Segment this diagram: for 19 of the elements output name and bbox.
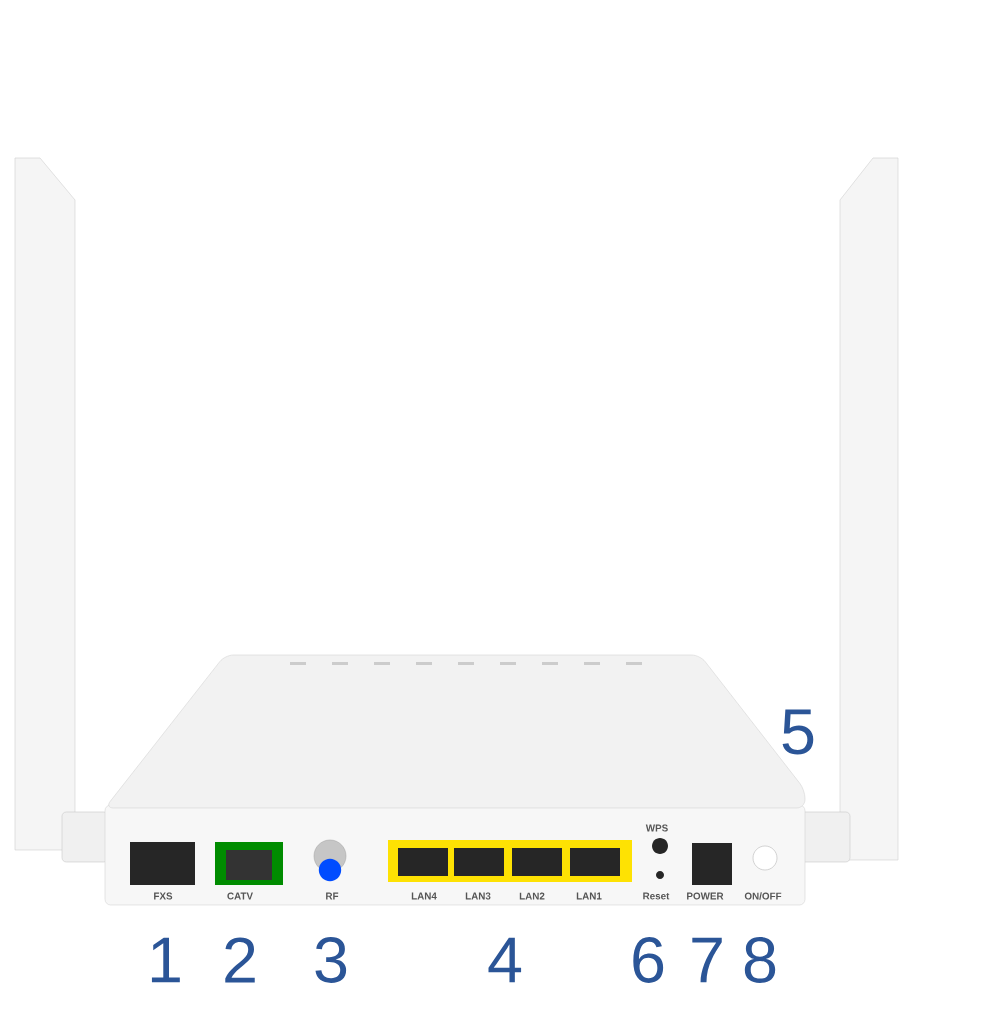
callout-number: 3 — [315, 937, 347, 983]
port-label: LAN4 — [411, 892, 437, 900]
port-label: RF — [326, 892, 339, 900]
callout-number: 6 — [633, 937, 664, 983]
port-label: Reset — [643, 892, 670, 900]
port-label: ON/OFF — [744, 892, 782, 900]
callout-number: 1 — [151, 937, 180, 983]
callout-number: 4 — [488, 937, 522, 983]
port-label: WPS — [645, 824, 668, 832]
callout-number: 2 — [225, 937, 255, 983]
port-label: LAN2 — [519, 892, 545, 900]
port-label: CATV — [227, 892, 253, 900]
port-label: FXS — [154, 892, 173, 900]
callout-number: 8 — [744, 937, 776, 983]
port-label: LAN3 — [465, 892, 491, 900]
port-label: POWER — [687, 892, 724, 900]
port-label: LAN1 — [576, 892, 602, 900]
callout-number: 5 — [782, 709, 814, 755]
callout-number: 7 — [692, 937, 722, 983]
